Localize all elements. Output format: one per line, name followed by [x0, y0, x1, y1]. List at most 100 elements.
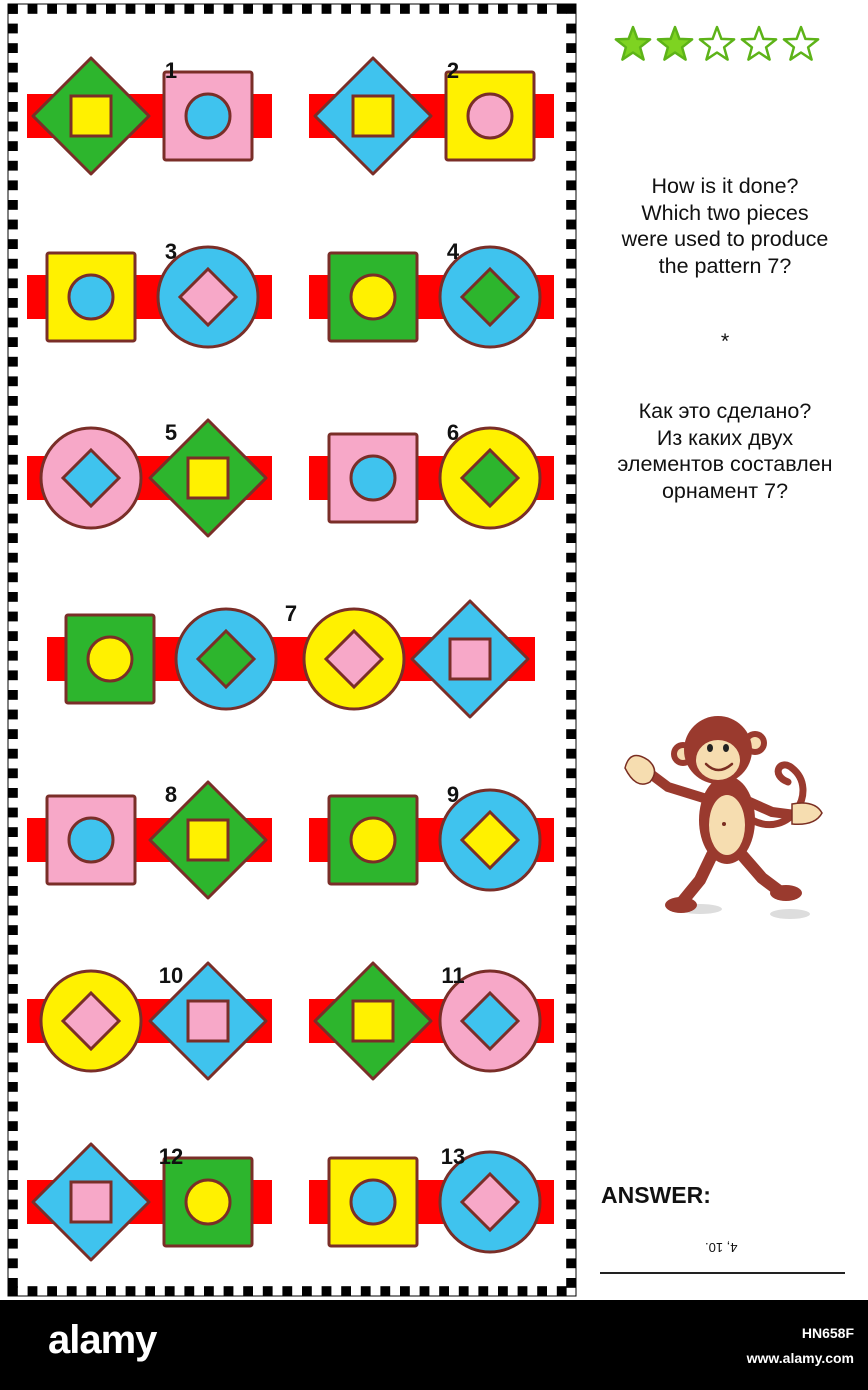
border-square — [566, 278, 576, 289]
piece-6: 6 — [309, 420, 554, 530]
border-square — [360, 1286, 371, 1296]
border-square — [566, 592, 576, 602]
border-square — [537, 4, 547, 14]
border-square — [566, 239, 576, 249]
border-square — [478, 1286, 489, 1296]
border-square — [106, 4, 116, 14]
border-square — [8, 1278, 18, 1288]
watermark-image-code: HN658F — [801, 1325, 854, 1341]
inner-diamond — [323, 628, 385, 690]
piece-9: 9 — [309, 782, 554, 892]
border-square — [566, 1180, 576, 1190]
border-square — [223, 1286, 234, 1296]
border-square — [8, 1199, 18, 1210]
piece-number: 8 — [165, 782, 177, 807]
border-square — [566, 552, 576, 563]
inner-diamond — [459, 990, 521, 1052]
border-square — [106, 1286, 116, 1296]
border-square — [566, 62, 576, 73]
border-square — [8, 1238, 18, 1249]
border-square — [66, 1286, 77, 1296]
checkered-border — [8, 4, 576, 1296]
inner-circle — [349, 816, 397, 864]
border-square — [145, 4, 155, 14]
piece-4: 4 — [309, 239, 554, 349]
border-square — [566, 984, 576, 994]
border-square — [341, 4, 351, 14]
piece-number: 10 — [159, 963, 183, 988]
border-square — [8, 650, 18, 661]
border-square — [458, 4, 469, 14]
border-square — [566, 415, 576, 426]
border-square — [566, 1042, 576, 1053]
border-square — [8, 592, 18, 602]
monkey-smile — [704, 762, 734, 772]
border-square — [8, 964, 18, 975]
border-square — [498, 4, 508, 14]
inner-diamond — [60, 990, 122, 1052]
border-square — [566, 964, 576, 975]
monkey-belly — [709, 795, 745, 855]
piece-number: 2 — [447, 58, 459, 83]
inner-circle — [184, 92, 232, 140]
star-filled-icon — [614, 25, 652, 61]
border-square — [566, 1219, 576, 1229]
border-square — [243, 1286, 253, 1296]
border-square — [8, 258, 18, 269]
border-square — [566, 1160, 576, 1171]
border-square — [8, 572, 18, 583]
border-square — [8, 435, 18, 445]
border-square — [566, 43, 576, 53]
border-square — [566, 1101, 576, 1112]
border-square — [439, 1286, 449, 1296]
border-square — [8, 1023, 18, 1033]
inner-square — [69, 94, 113, 138]
monkey-eye-right — [723, 744, 729, 752]
border-square — [458, 1286, 469, 1296]
inner-diamond — [60, 447, 122, 509]
border-square — [66, 4, 77, 14]
monkey-foot-left — [665, 897, 697, 913]
answer-label: ANSWER: — [601, 1182, 711, 1208]
border-square — [566, 729, 576, 739]
border-square — [380, 1286, 391, 1296]
border-square — [566, 650, 576, 661]
border-square — [566, 670, 576, 681]
border-square — [566, 317, 576, 328]
border-square — [8, 827, 18, 837]
border-square — [8, 376, 18, 387]
inner-circle — [466, 92, 514, 140]
border-square — [419, 4, 430, 14]
inner-circle — [349, 273, 397, 321]
border-square — [566, 298, 576, 308]
border-square — [184, 4, 195, 14]
inner-diamond — [177, 266, 239, 328]
border-square — [566, 121, 576, 132]
question-ru-line: Как это сделано? — [638, 399, 812, 423]
border-square — [566, 513, 576, 524]
border-square — [8, 1286, 18, 1296]
border-square — [566, 494, 576, 504]
border-square — [566, 82, 576, 93]
inner-diamond — [195, 628, 257, 690]
border-square — [8, 1121, 18, 1131]
border-square — [566, 788, 576, 798]
border-square — [8, 670, 18, 681]
separator-asterisk: * — [720, 329, 730, 353]
inner-square — [186, 818, 230, 862]
answer-upside-down: 4, 10. — [705, 1240, 738, 1255]
border-square — [341, 1286, 351, 1296]
piece-number: 3 — [165, 239, 177, 264]
inner-diamond — [459, 809, 521, 871]
border-square — [8, 1180, 18, 1190]
piece-number: 9 — [447, 782, 459, 807]
piece-8: 8 — [27, 780, 272, 900]
question-en-line: the pattern 7? — [658, 253, 792, 278]
inner-circle — [67, 273, 115, 321]
question-en-line: How is it done? — [651, 174, 799, 198]
border-square — [400, 4, 410, 14]
border-square — [125, 4, 136, 14]
monkey-navel — [722, 822, 726, 826]
border-square — [302, 4, 312, 14]
border-square — [8, 866, 18, 877]
